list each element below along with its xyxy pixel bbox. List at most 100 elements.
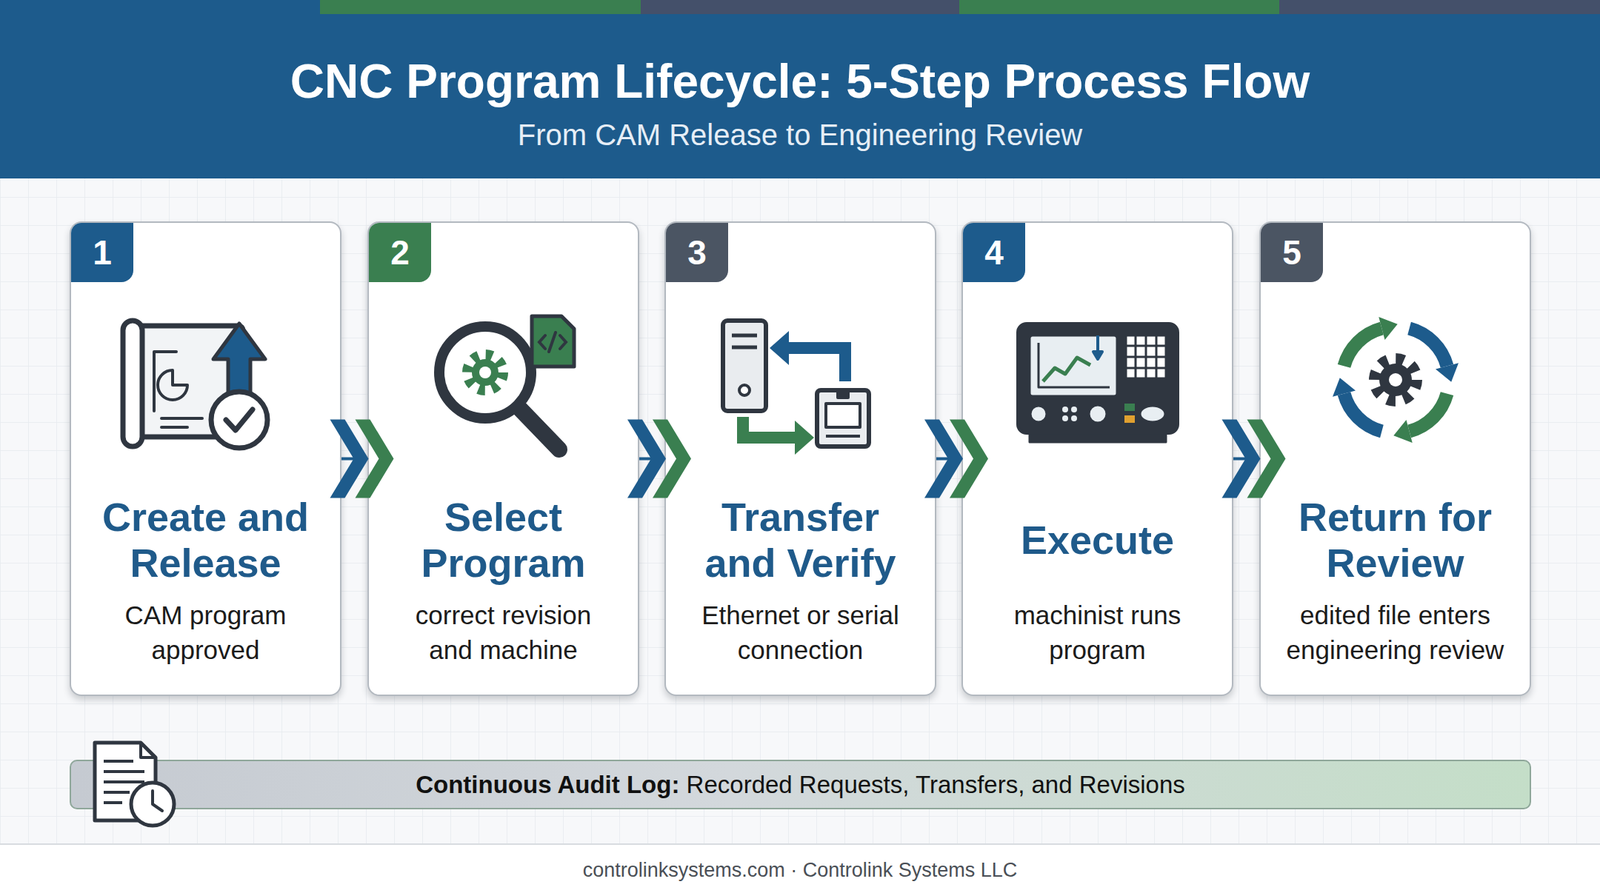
machine-icon: [1017, 323, 1178, 443]
select-icon-part: [467, 354, 503, 391]
step-description: edited file enters engineering review: [1284, 597, 1507, 668]
process-card: 5Return for Reviewedited file enters eng…: [1259, 221, 1532, 697]
step-title: Return for Review: [1284, 488, 1507, 592]
release-icon-part: [157, 370, 188, 400]
connector-line: [639, 457, 665, 461]
chevron-green: [355, 420, 395, 499]
audit-icon: [94, 742, 175, 826]
connector-line: [1233, 457, 1260, 461]
process-card: 1Create and ReleaseCAM program approved: [69, 221, 342, 697]
review-icon-part: [1409, 394, 1448, 432]
connector-layer: [330, 420, 1286, 499]
machine-icon-part: [1062, 406, 1069, 413]
machine-icon-part: [1017, 323, 1178, 434]
process-card: 4Executemachinist runs program: [961, 221, 1234, 697]
process-card: 2Select Programcorrect revision and mach…: [367, 221, 640, 697]
machine-icon-part: [1042, 357, 1091, 382]
release-icon-part: [213, 323, 266, 412]
release-icon: [122, 320, 268, 449]
release-icon-part: [225, 409, 253, 431]
log-title: Continuous Audit Log:: [415, 771, 680, 800]
step-description: correct revision and machine: [392, 597, 615, 668]
step-number: 1: [71, 222, 134, 283]
machine-icon-part: [1030, 405, 1047, 423]
select-icon-part: [439, 326, 532, 419]
transfer-icon: [722, 320, 869, 455]
step-description: Ethernet or serial connection: [689, 597, 912, 668]
chevron-blue: [1222, 420, 1261, 499]
machine-icon-part: [1125, 335, 1166, 379]
chevron-green: [1247, 420, 1286, 499]
flow-chevron: [924, 420, 989, 499]
review-icon-part: [1409, 328, 1448, 367]
transfer-icon-part: [739, 385, 750, 396]
select-icon-part: [479, 366, 492, 379]
release-icon-part: [161, 418, 203, 428]
chevron-green: [652, 420, 692, 499]
log-text: Recorded Requests, Transfers, and Revisi…: [686, 771, 1186, 800]
review-icon-part: [1435, 362, 1459, 382]
machine-icon-part: [1062, 415, 1069, 422]
select-icon-part: [471, 359, 499, 386]
chevron-blue: [627, 420, 666, 499]
header-stripe: [320, 0, 1600, 15]
machine-icon-part: [1071, 415, 1078, 422]
transfer-icon-part: [731, 335, 758, 348]
machine-icon-part: [1125, 335, 1166, 379]
review-icon-part: [1379, 363, 1412, 397]
machine-icon-part: [1038, 342, 1110, 388]
machine-icon-part: [1093, 335, 1103, 360]
footer-band: [0, 845, 1600, 893]
review-icon-part: [1388, 373, 1403, 387]
audit-icon-part: [140, 742, 156, 758]
release-icon-part: [211, 391, 268, 449]
machine-icon-part: [1088, 405, 1107, 423]
header-stripe-part: [959, 0, 1280, 15]
step-description: machinist runs program: [986, 597, 1209, 668]
connector-line: [341, 457, 368, 461]
audit-icon-part: [94, 742, 156, 821]
footer-caption: controlinksystems.com · Controlink Syste…: [0, 855, 1600, 886]
step-title: Create and Release: [94, 488, 318, 592]
process-card: 3Transfer and VerifyEthernet or serial c…: [664, 221, 937, 697]
audit-icon-part: [131, 782, 175, 826]
step-description: CAM program approved: [94, 597, 318, 668]
review-icon-part: [1332, 377, 1356, 397]
step-number: 2: [368, 222, 432, 283]
subtitle: From CAM Release to Engineering Review: [0, 117, 1600, 153]
chevron-blue: [330, 420, 369, 499]
review-icon-part: [1344, 328, 1383, 367]
machine-icon-part: [1029, 335, 1118, 397]
transfer-icon-part: [817, 390, 869, 447]
header-band: [0, 0, 1600, 179]
review-icon-part: [1393, 420, 1412, 443]
audit-icon-part: [103, 761, 145, 803]
connector-line: [936, 457, 962, 461]
transfer-icon-part: [769, 331, 789, 366]
review-icon-part: [1378, 317, 1398, 340]
select-icon-part: [539, 332, 566, 352]
release-icon-part: [131, 325, 243, 438]
machine-icon-part: [1071, 406, 1078, 413]
step-title: Transfer and Verify: [689, 488, 912, 592]
select-icon: [439, 316, 575, 450]
release-icon-part: [122, 320, 143, 447]
select-icon-part: [518, 407, 560, 450]
audit-log-bar: Continuous Audit Log:Recorded Requests, …: [69, 760, 1532, 810]
header-stripe-part: [1279, 0, 1600, 15]
step-title: Execute: [986, 488, 1209, 592]
transfer-icon-part: [787, 348, 846, 382]
flow-chevron: [627, 420, 692, 499]
review-icon-part: [1344, 394, 1383, 432]
step-number: 3: [665, 222, 729, 283]
transfer-icon-part: [742, 417, 798, 438]
audit-icon-part: [152, 791, 163, 812]
review-icon-part: [1374, 359, 1417, 401]
step-number: 4: [962, 222, 1026, 283]
flow-chevron: [1222, 420, 1286, 499]
review-icon: [1332, 317, 1459, 443]
